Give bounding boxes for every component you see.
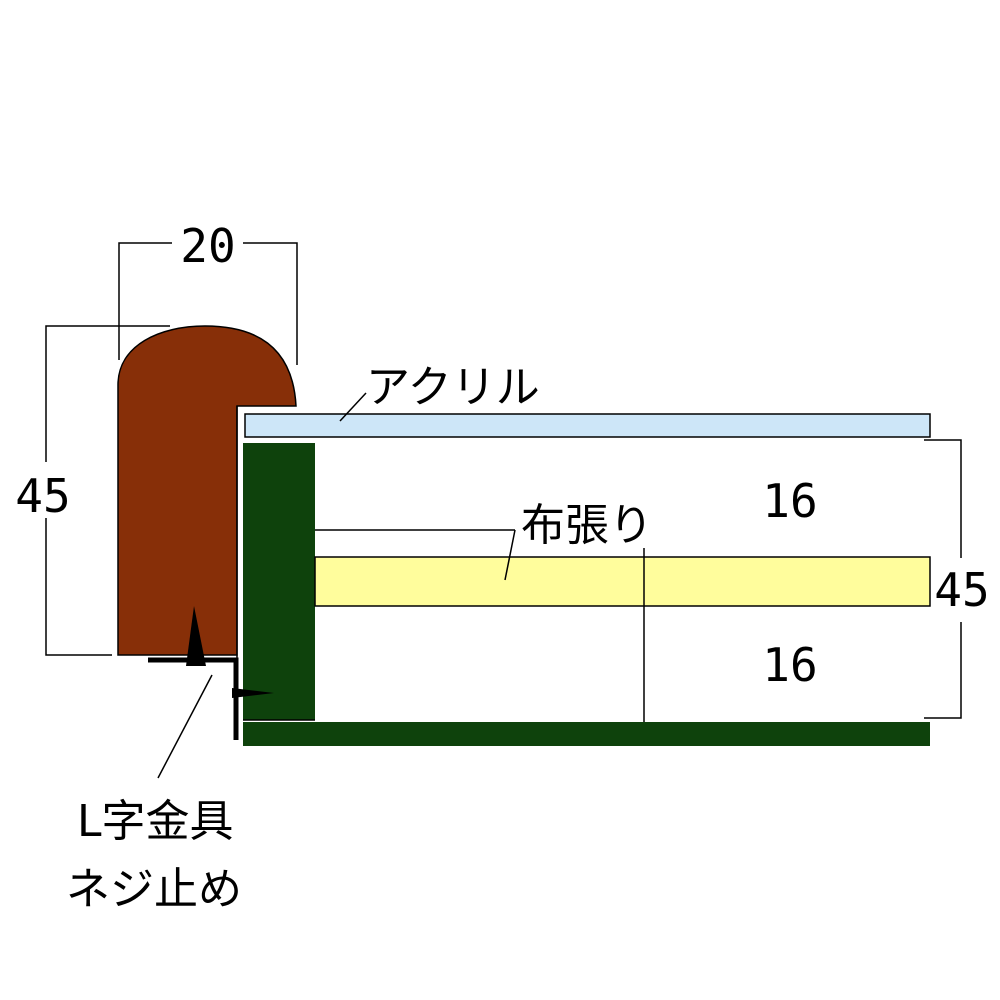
width-dimension: 20 bbox=[118, 219, 298, 365]
width-dimension-label: 20 bbox=[180, 219, 235, 273]
moulding-profile bbox=[117, 325, 297, 656]
acrylic-label: アクリル bbox=[366, 362, 540, 413]
overall-height-dimension: 45 bbox=[924, 439, 990, 719]
frame-height-dimension-label: 45 bbox=[15, 469, 70, 523]
fabric-leader-line bbox=[504, 529, 516, 581]
upper-space-dimension-label: 16 bbox=[762, 474, 817, 528]
acrylic-panel bbox=[244, 413, 931, 438]
fabric-callout: 布張り bbox=[504, 500, 653, 581]
width-dimension-line bbox=[118, 242, 172, 360]
frame-height-dimension: 45 bbox=[8, 325, 170, 656]
lower-space-dimension-label: 16 bbox=[762, 638, 817, 692]
l-bracket-leader-line bbox=[157, 674, 213, 779]
box-side bbox=[243, 443, 315, 720]
l-bracket bbox=[148, 606, 274, 779]
dimension-label-background bbox=[8, 462, 78, 518]
overall-height-dimension-line bbox=[924, 439, 962, 558]
box-bottom bbox=[243, 722, 930, 746]
overall-height-dimension-line bbox=[924, 622, 962, 719]
fabric-label: 布張り bbox=[521, 500, 653, 551]
overall-height-dimension-label: 45 bbox=[934, 563, 989, 617]
screw-arrow-right bbox=[232, 688, 274, 698]
bracket-label-line2: ネジ止め bbox=[66, 864, 242, 915]
bracket-label-line1: L字金具 bbox=[77, 796, 234, 847]
l-bracket-shape bbox=[148, 657, 239, 740]
screw-arrow-up bbox=[186, 606, 206, 666]
acrylic-leader-line bbox=[339, 392, 367, 422]
acrylic-callout: アクリル bbox=[339, 362, 540, 422]
width-dimension-line bbox=[243, 242, 298, 365]
fabric-panel bbox=[314, 556, 931, 607]
